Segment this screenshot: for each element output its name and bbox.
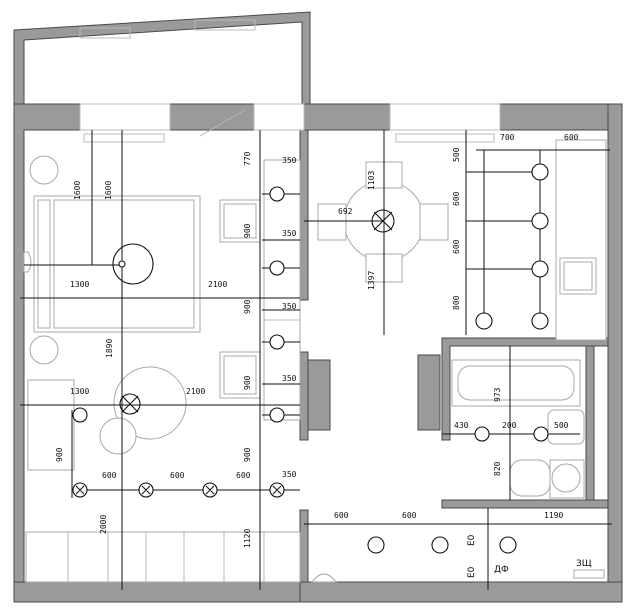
outer-wall-right: [607, 103, 623, 603]
dim-2100-b: 2100: [186, 387, 205, 396]
dim-1300-b: 1300: [70, 387, 89, 396]
dim-692: 692: [338, 207, 353, 216]
outer-wall-bottom: [299, 581, 623, 603]
dimension-lines: [20, 130, 612, 590]
dim-350-e: 350: [282, 470, 297, 479]
dimension-labels: 700 600 1600 1600 1300 2100 1300 2100 77…: [55, 133, 579, 548]
dim-900-c: 900: [243, 375, 252, 390]
dim-900-b: 900: [243, 299, 252, 314]
furniture: [23, 139, 607, 583]
round-table: [113, 366, 187, 440]
toilet: [509, 459, 551, 497]
dim-350-c: 350: [282, 302, 297, 311]
dim-973: 973: [493, 387, 502, 402]
electric-panel: [573, 569, 605, 579]
plant: [29, 155, 59, 185]
electrical-labels: Е0 Е0 ДФ ЗЩ: [467, 534, 592, 578]
dim-500: 500: [452, 147, 461, 162]
switch-label-1: Е0: [467, 534, 477, 546]
dim-1300-a: 1300: [70, 280, 89, 289]
partition: [299, 509, 309, 583]
dim-600-row-a: 600: [102, 471, 117, 480]
df-label: ДФ: [494, 565, 509, 575]
balcony-wall: [13, 11, 311, 105]
dim-1890: 1890: [105, 339, 114, 358]
row-lights: [72, 482, 285, 498]
dim-350-a: 350: [282, 156, 297, 165]
radiator: [23, 251, 32, 273]
light-fixtures: [72, 163, 549, 554]
chandelier-living: [119, 393, 141, 415]
niche: [417, 354, 441, 431]
dim-800: 800: [452, 295, 461, 310]
dim-600-hall-a: 600: [334, 511, 349, 520]
kitchen-lights: [475, 163, 549, 330]
dim-200: 200: [502, 421, 517, 430]
dim-600-row-c: 600: [236, 471, 251, 480]
dim-2100-a: 2100: [208, 280, 227, 289]
walls: [13, 11, 623, 603]
sideboard: [25, 531, 301, 583]
partition: [299, 351, 309, 441]
dim-600-row-b: 600: [170, 471, 185, 480]
chandelier-bedroom: [112, 243, 154, 285]
dim-430: 430: [454, 421, 469, 430]
plant: [29, 335, 59, 365]
dim-900-d: 900: [243, 447, 252, 462]
dim-1120: 1120: [243, 529, 252, 548]
outer-wall-bottom: [13, 581, 311, 603]
panel-label: ЗЩ: [576, 559, 592, 569]
dim-2000: 2000: [99, 515, 108, 534]
kitchen-counter: [555, 139, 607, 341]
dim-700: 700: [500, 133, 515, 142]
dim-900-a: 900: [243, 223, 252, 238]
spot-light: [269, 260, 285, 276]
windows: [79, 19, 501, 143]
dim-770: 770: [243, 151, 252, 166]
dim-600: 600: [564, 133, 579, 142]
bathroom-lights: [474, 426, 549, 442]
wall-segment: [303, 103, 391, 131]
dim-900-left: 900: [55, 447, 64, 462]
dim-500-bath: 500: [554, 421, 569, 430]
dim-820: 820: [493, 461, 502, 476]
partition: [299, 129, 309, 301]
dim-1600-a: 1600: [73, 181, 82, 200]
dim-350-b: 350: [282, 229, 297, 238]
dim-600-hall-b: 600: [402, 511, 417, 520]
basin: [547, 409, 585, 445]
hall-lights: [367, 536, 517, 554]
niche: [307, 359, 331, 431]
dining-lamp: [371, 209, 395, 233]
wall-segment: [499, 103, 623, 131]
dim-600-k-a: 600: [452, 191, 461, 206]
spot-light: [269, 334, 285, 350]
dim-1397: 1397: [367, 271, 376, 290]
wall-segment: [169, 103, 255, 131]
dim-600-k-b: 600: [452, 239, 461, 254]
spot-light: [269, 186, 285, 202]
spot-light: [269, 407, 285, 423]
switch-label-2: Е0: [467, 566, 477, 578]
bathroom-wall: [441, 337, 609, 441]
dim-1600-b: 1600: [104, 181, 113, 200]
bathroom-wall: [441, 499, 609, 509]
dim-1190: 1190: [544, 511, 563, 520]
bathroom-wall: [585, 345, 595, 501]
radiator: [310, 573, 338, 583]
dim-1103: 1103: [367, 171, 376, 190]
spot-light: [72, 407, 88, 423]
dim-350-d: 350: [282, 374, 297, 383]
